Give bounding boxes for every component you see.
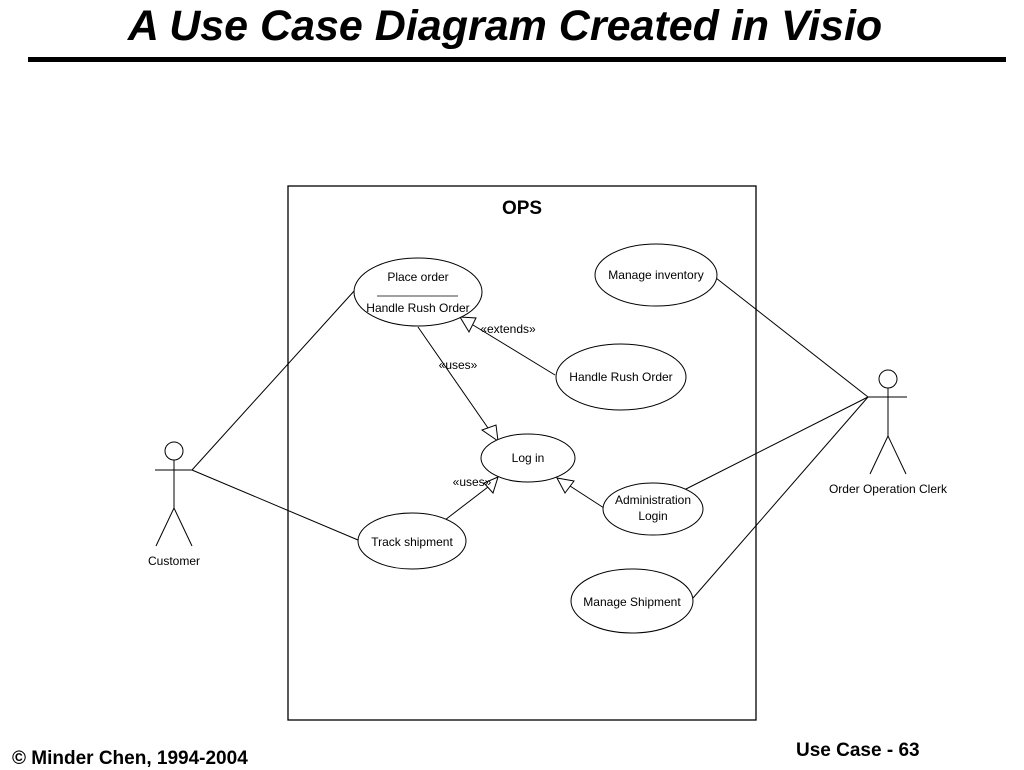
use-case-manage-shipment[interactable] [570, 568, 694, 634]
clerk-left-leg [869, 435, 889, 475]
extends-arrowhead [459, 316, 477, 334]
customer-head [164, 441, 184, 461]
clerk-right-leg [887, 435, 907, 475]
place-order-label: Place order [387, 270, 448, 284]
association-clerk-manage-inventory [715, 277, 869, 398]
administration-login-label-line1: Administration [615, 493, 691, 507]
administration-login-label-line2: Login [638, 509, 667, 523]
use-case-log-in[interactable] [480, 433, 576, 483]
association-customer-track-shipment [191, 469, 359, 541]
system-name: OPS [502, 198, 542, 219]
actor-order-operation-clerk[interactable] [868, 369, 907, 475]
title-underline [28, 57, 1006, 62]
customer-label: Customer [148, 554, 200, 568]
customer-right-leg [173, 507, 193, 547]
uses-arrowhead-place-order [480, 424, 499, 443]
generalization-line-admin-login [569, 485, 605, 509]
use-case-administration-login[interactable] [602, 482, 704, 536]
slide-page-label: Use Case - 63 [796, 740, 920, 761]
copyright-notice: © Minder Chen, 1994-2004 [12, 748, 248, 769]
use-case-handle-rush-order[interactable] [555, 343, 687, 411]
clerk-head [878, 369, 898, 389]
customer-left-leg [155, 507, 175, 547]
generalization-arrowhead-admin-login [556, 477, 575, 494]
use-case-manage-inventory[interactable] [594, 243, 718, 307]
track-shipment-label: Track shipment [371, 535, 453, 549]
extends-line [472, 324, 556, 376]
uses-line-track-shipment [444, 486, 489, 521]
uses-line-place-order [417, 326, 489, 429]
uses-label-place-order: «uses» [439, 358, 478, 372]
handle-rush-order-label: Handle Rush Order [569, 370, 672, 384]
system-boundary [287, 185, 757, 721]
extends-label: «extends» [480, 322, 536, 336]
manage-shipment-label: Manage Shipment [583, 595, 681, 609]
association-customer-place-order [191, 289, 356, 471]
log-in-label: Log in [512, 451, 545, 465]
use-case-track-shipment[interactable] [357, 512, 467, 570]
place-order-extension-point: Handle Rush Order [366, 301, 469, 315]
manage-inventory-label: Manage inventory [608, 268, 703, 282]
use-case-place-order[interactable] [353, 257, 483, 327]
association-clerk-admin-login [683, 396, 869, 491]
slide-title: A Use Case Diagram Created in Visio [127, 2, 883, 50]
uses-label-track-shipment: «uses» [453, 475, 492, 489]
association-clerk-manage-shipment [692, 396, 869, 599]
clerk-label: Order Operation Clerk [829, 482, 948, 496]
uses-arrowhead-track-shipment [483, 476, 499, 494]
actor-customer[interactable] [155, 441, 193, 547]
